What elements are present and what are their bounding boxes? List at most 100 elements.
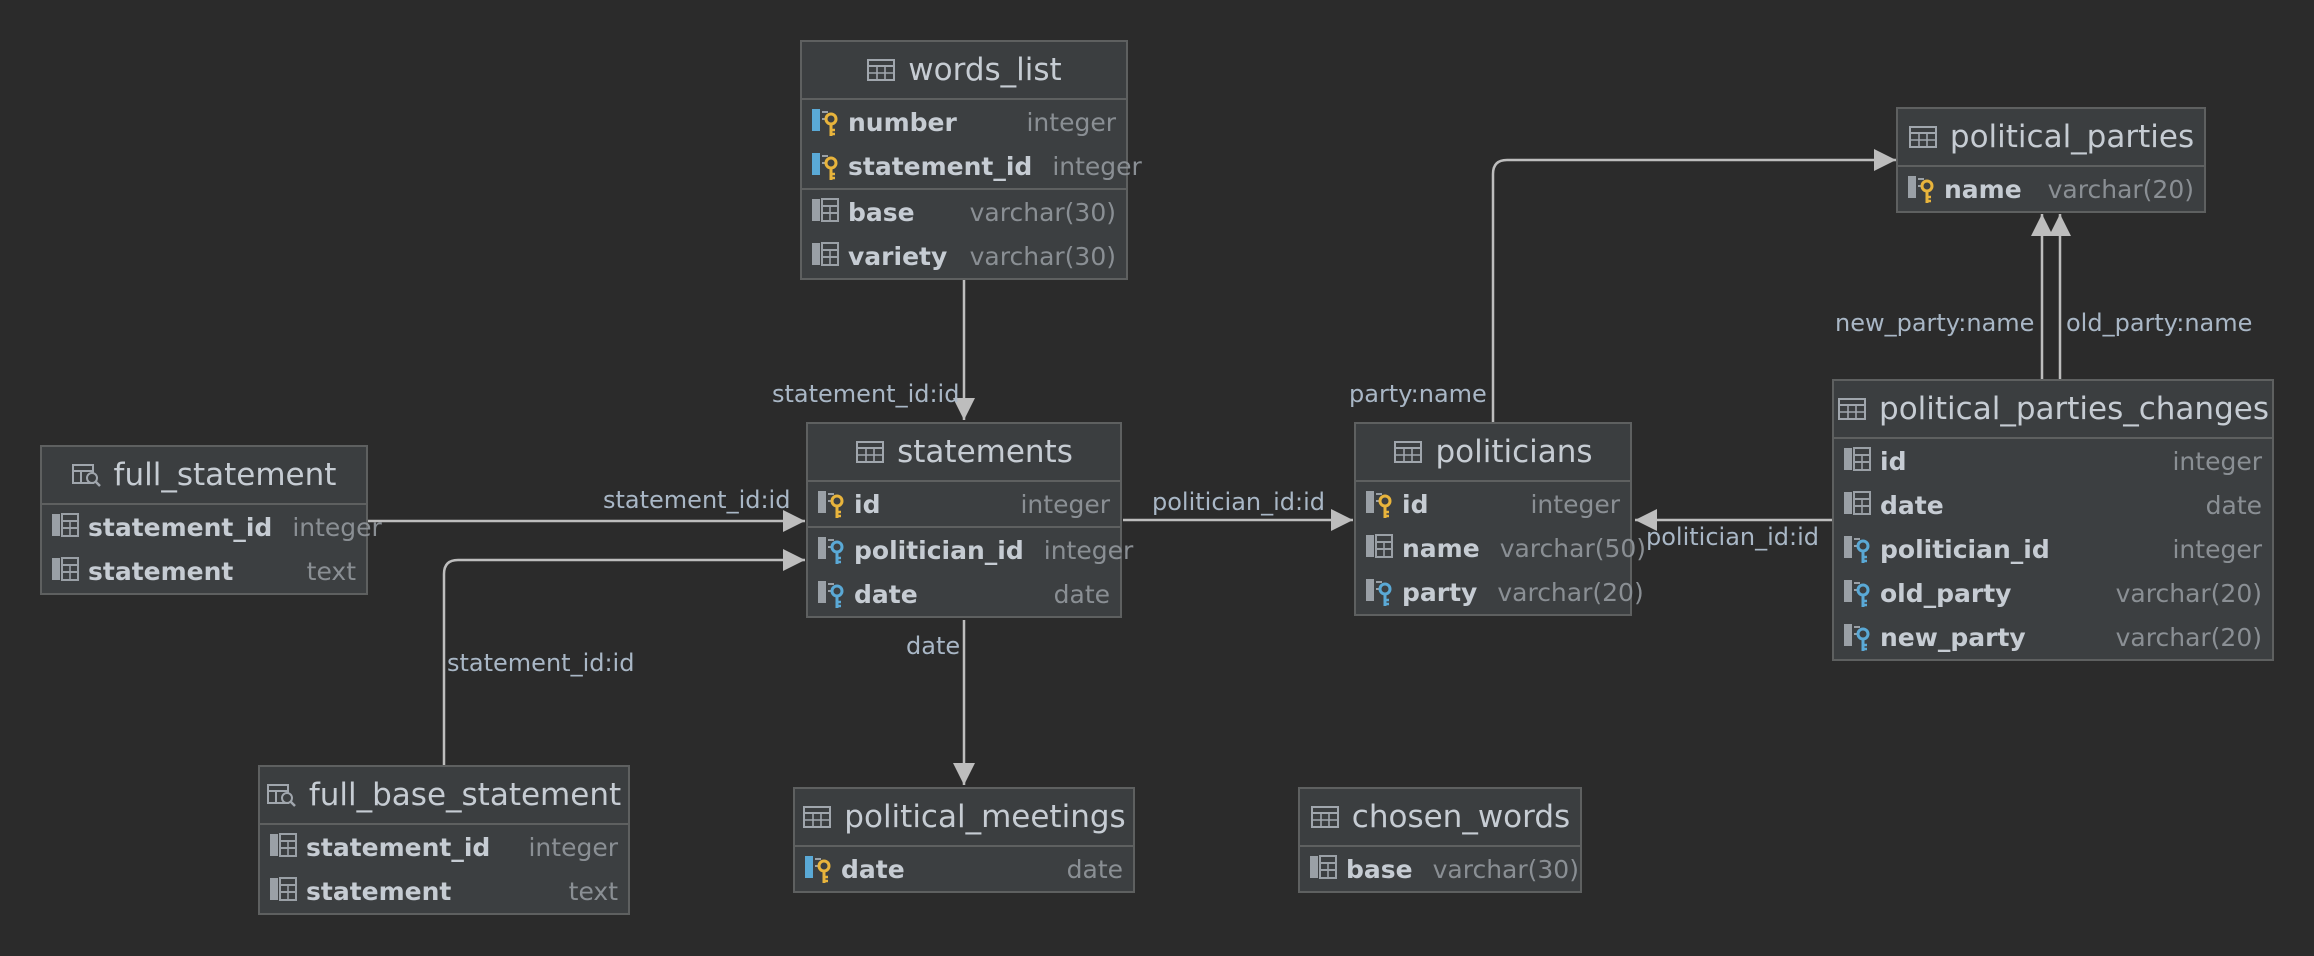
- table-header[interactable]: statements: [808, 424, 1120, 482]
- table-header[interactable]: politicians: [1356, 424, 1630, 482]
- column-name: id: [1880, 446, 1907, 476]
- table-title: politicians: [1435, 434, 1593, 470]
- column-type: text: [568, 876, 618, 906]
- primary-foreign-key-icon: [805, 856, 831, 883]
- foreign-key-icon: [1844, 624, 1870, 651]
- table-title: political_parties: [1949, 119, 2195, 155]
- column-name: politician_id: [854, 535, 1024, 565]
- column-row[interactable]: statement text: [260, 869, 628, 913]
- column-row[interactable]: party varchar(20): [1356, 570, 1644, 614]
- edge-label-old-party: old_party:name: [2066, 309, 2252, 337]
- edge-label-date: date: [906, 632, 960, 660]
- table-header[interactable]: political_parties_changes: [1834, 381, 2272, 439]
- table-header[interactable]: political_meetings: [795, 789, 1133, 847]
- column-name: name: [1402, 533, 1480, 563]
- column-name: new_party: [1880, 622, 2026, 652]
- column-name: statement: [306, 876, 452, 906]
- column-name: base: [848, 197, 915, 227]
- view-icon: [266, 784, 296, 807]
- table-header[interactable]: chosen_words: [1300, 789, 1580, 847]
- column-name: base: [1346, 854, 1413, 884]
- column-icon: [1844, 491, 1871, 515]
- column-type: varchar(20): [1497, 577, 1644, 607]
- edge-label-changes-politician: politician_id:id: [1646, 523, 1819, 551]
- table-title: full_statement: [113, 457, 337, 493]
- column-icon: [270, 877, 297, 901]
- column-row[interactable]: name varchar(50): [1356, 526, 1646, 570]
- edge-full-base-statement-statements: [442, 549, 805, 765]
- table-header[interactable]: full_base_statement: [260, 767, 628, 825]
- column-type: integer: [1052, 151, 1142, 181]
- column-row[interactable]: politician_id integer: [808, 528, 1133, 572]
- table-title: full_base_statement: [308, 777, 622, 813]
- column-type: varchar(20): [2047, 174, 2194, 204]
- column-name: statement: [88, 556, 234, 586]
- column-name: id: [1402, 489, 1429, 519]
- column-list: name varchar(20): [1898, 167, 2204, 211]
- table-title: statements: [897, 434, 1073, 470]
- edge-label-party: party:name: [1349, 380, 1487, 408]
- column-name: name: [1944, 174, 2022, 204]
- column-icon: [1366, 534, 1393, 558]
- column-name: date: [854, 579, 918, 609]
- edge-label-full-base-statement: statement_id:id: [447, 649, 634, 677]
- table-icon: [1310, 806, 1339, 828]
- primary-foreign-key-icon: [812, 153, 838, 180]
- column-type: integer: [1020, 489, 1110, 519]
- column-icon: [812, 242, 839, 266]
- edge-label-full-statement: statement_id:id: [603, 486, 790, 514]
- primary-foreign-key-icon: [812, 109, 838, 136]
- table-icon: [1838, 398, 1867, 420]
- column-type: varchar(50): [1499, 533, 1647, 563]
- column-icon: [1844, 447, 1871, 471]
- column-type: varchar(20): [2115, 578, 2262, 608]
- column-type: integer: [292, 512, 382, 542]
- column-icon: [1310, 855, 1337, 879]
- foreign-key-icon: [818, 537, 844, 564]
- foreign-key-icon: [1366, 579, 1392, 606]
- view-icon: [71, 464, 101, 487]
- table-icon: [1908, 126, 1937, 148]
- edge-label-new-party: new_party:name: [1835, 309, 2034, 337]
- table-header[interactable]: political_parties: [1898, 109, 2204, 167]
- table-header[interactable]: words_list: [802, 42, 1126, 100]
- column-type: integer: [1043, 535, 1134, 565]
- column-row[interactable]: name varchar(20): [1898, 167, 2204, 211]
- edge-label-politician: politician_id:id: [1152, 488, 1325, 516]
- table-header[interactable]: full_statement: [42, 447, 366, 505]
- column-name: party: [1402, 577, 1478, 607]
- primary-key-icon: [1366, 491, 1392, 518]
- column-name: number: [848, 107, 957, 137]
- foreign-key-icon: [818, 581, 844, 608]
